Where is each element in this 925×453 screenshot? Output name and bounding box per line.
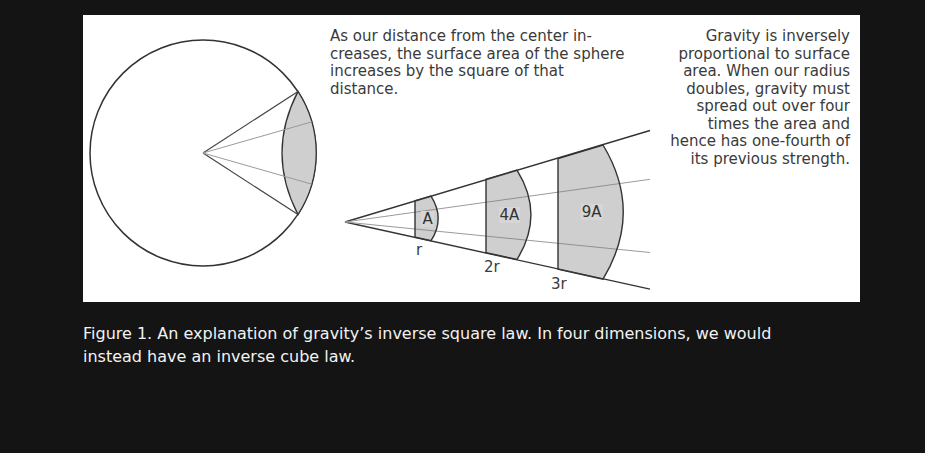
sphere-circle [90, 40, 316, 266]
distance-label: 2r [484, 259, 500, 277]
area-label: 9A [581, 204, 603, 220]
area-patch-outline [415, 196, 438, 241]
area-patch: 9A [558, 145, 625, 279]
sphere-ray-line [203, 153, 312, 184]
area-patch: 4A [486, 170, 533, 259]
sphere-cone-line [203, 91, 298, 153]
explanation-text: As our distance from the center in- crea… [330, 28, 635, 98]
area-label: A [421, 211, 433, 227]
area-patch-outline [486, 170, 531, 259]
distance-label: r [416, 242, 422, 260]
area-patch-outline [558, 145, 623, 279]
distance-label: 3r [551, 276, 567, 294]
sphere-cone-line [203, 153, 298, 215]
sphere-patch [282, 91, 316, 214]
area-patch: A [415, 196, 440, 241]
explanation-text: Gravity is inversely proportional to sur… [660, 28, 850, 168]
area-label: 4A [499, 207, 521, 223]
sphere-ray-line [203, 122, 312, 153]
figure-caption: Figure 1. An explanation of gravity’s in… [83, 322, 828, 368]
white-panel [83, 15, 860, 302]
